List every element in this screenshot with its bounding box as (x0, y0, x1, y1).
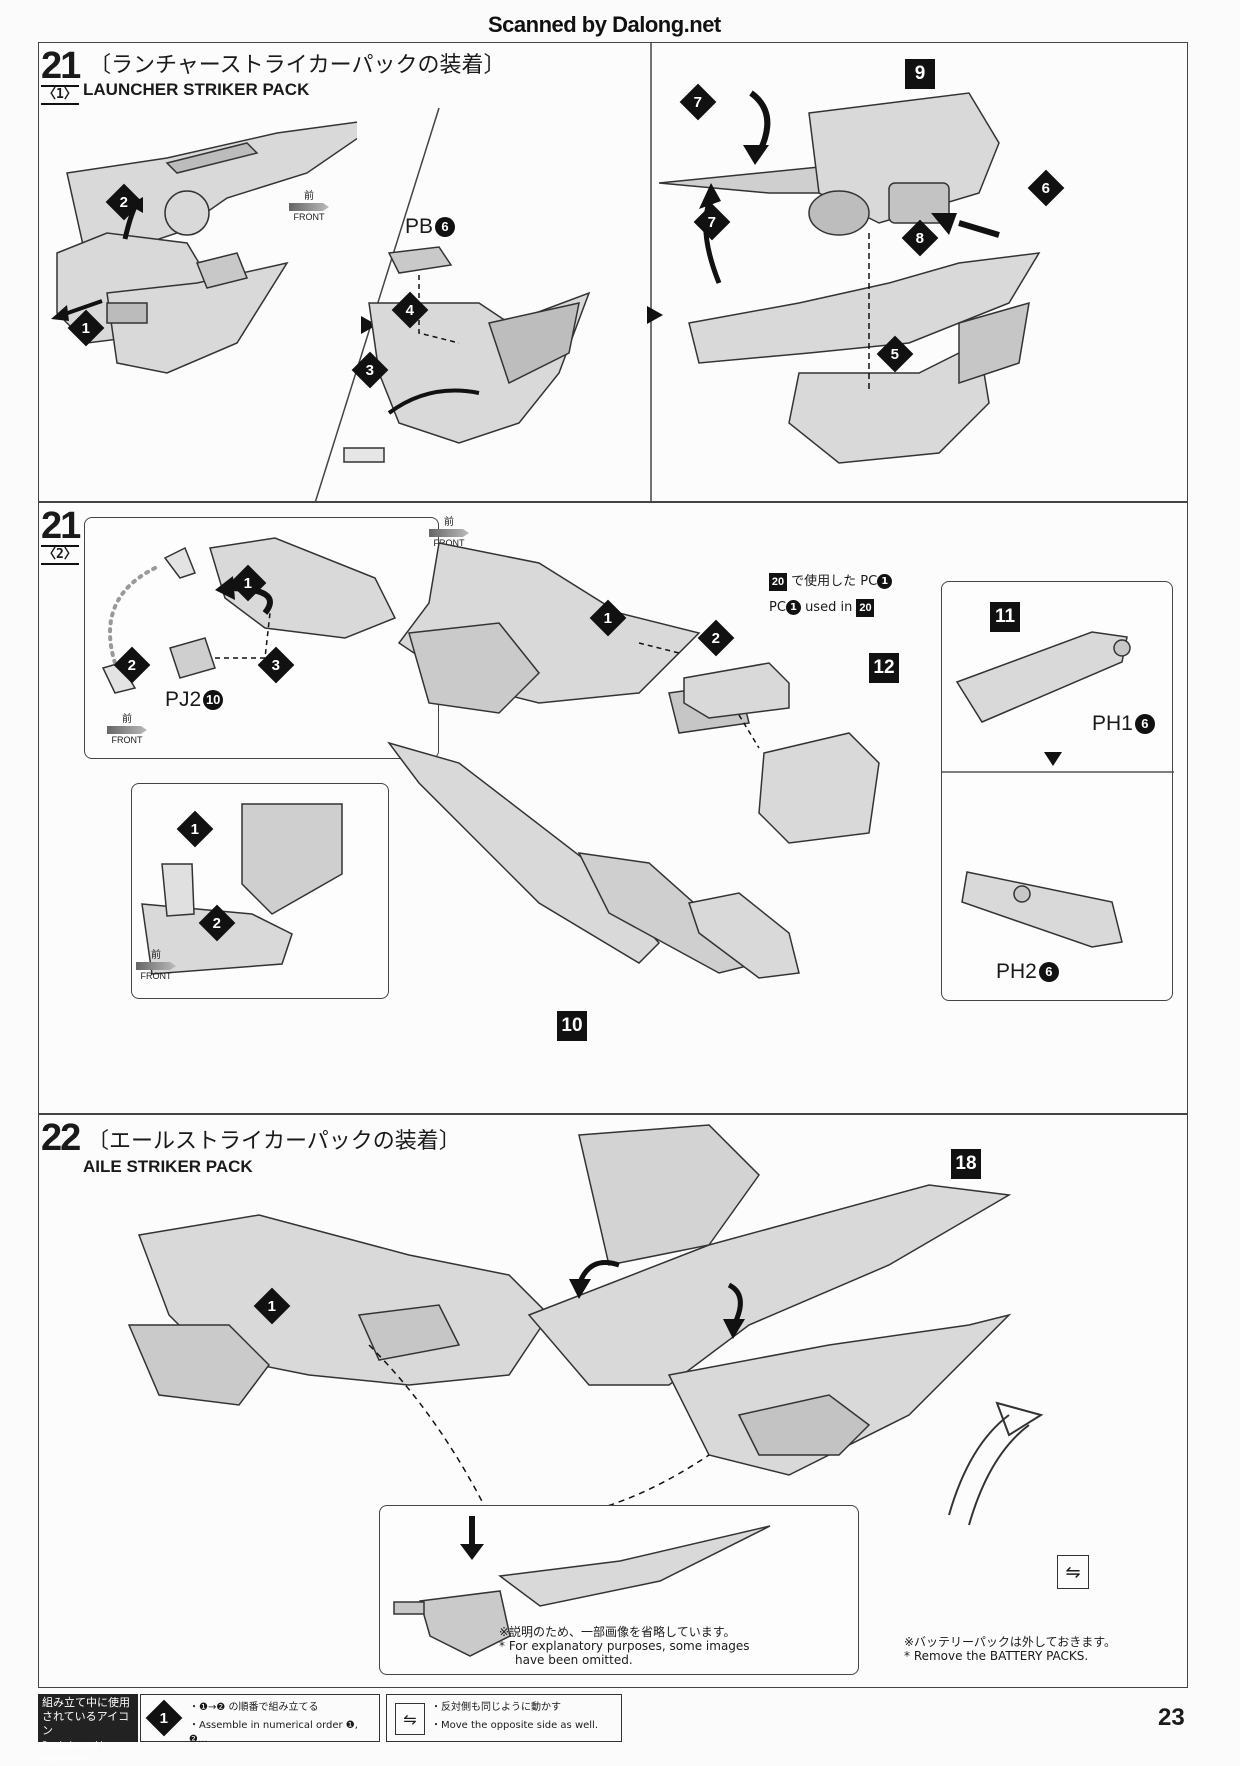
watermark: Scanned by Dalong.net (488, 12, 721, 37)
ph-illustration (942, 631, 1174, 948)
sub-step: 〈1〉 (41, 85, 79, 105)
pj2-illustration (101, 537, 397, 694)
detail-box-aile (379, 1505, 859, 1675)
page-number: 23 (1158, 1704, 1185, 1731)
section-title-jp: 〔エールストライカーパックの装着〕 (87, 1129, 461, 1154)
icon-legend-assemble: 1 ・❶→❷ の順番で組み立てる ・Assemble in numerical … (140, 1694, 380, 1745)
icon2-en: ・Move the opposite side as well. (431, 1720, 599, 1731)
mid-illustration (343, 246, 591, 463)
section-title-en: AILE STRIKER PACK (83, 1157, 253, 1176)
icon-legend-opposite: ⇋ ・反対側も同じように動かす ・Move the opposite side … (386, 1694, 622, 1742)
part-box-12: 12 (869, 653, 899, 683)
pc-and-12-illustration (683, 662, 880, 979)
icon2-jp: ・反対側も同じように動かす (431, 1702, 561, 1713)
opposite-side-icon: ⇋ (1057, 1555, 1089, 1589)
part-box-10: 10 (557, 1011, 587, 1041)
step-number: 22 (41, 1117, 81, 1159)
arrow-up (122, 197, 143, 240)
icon1-en: ・Assemble in numerical order ❶, ❷... (189, 1720, 358, 1745)
aile-detail-illustration (393, 1516, 771, 1657)
section-title-jp: 〔ランチャーストライカーパックの装着〕 (89, 53, 506, 78)
main-assembly-illustration (387, 542, 761, 974)
part-box-9: 9 (905, 59, 935, 89)
section-title-en: LAUNCHER STRIKER PACK (83, 80, 310, 99)
step-21-1-panel: 21 〈1〉 〔ランチャーストライカーパックの装着〕 LAUNCHER STRI… (38, 42, 1188, 503)
part-box-18: 18 (951, 1149, 981, 1179)
part-box-11: 11 (990, 602, 1020, 632)
icon-legend-title: 組み立て中に使用 されているアイコン Symbols used in instr… (38, 1694, 138, 1763)
step-22-panel: 22 〔エールストライカーパックの装着〕 AILE STRIKER PACK 1… (38, 1114, 1188, 1688)
aile-pack-illustration (127, 1124, 1044, 1526)
panel-dividers (314, 43, 663, 503)
assemble-order-icon: 1 (145, 1699, 183, 1737)
sub-step: 〈2〉 (41, 545, 79, 565)
opposite-side-icon: ⇋ (395, 1703, 425, 1735)
note-omitted-images: ※説明のため、一部画像を省略しています。 * For explanatory p… (499, 1625, 750, 1667)
icon1-jp: ・❶→❷ の順番で組み立てる (189, 1702, 319, 1713)
launcher-pack-illustration (56, 121, 357, 374)
note-battery-packs: ※バッテリーパックは外しておきます。 * Remove the BATTERY … (904, 1635, 1117, 1663)
arrow-left (51, 299, 103, 321)
step-number: 21 (41, 505, 81, 547)
right-illustration (659, 90, 1041, 464)
step-number: 21 (41, 45, 81, 87)
